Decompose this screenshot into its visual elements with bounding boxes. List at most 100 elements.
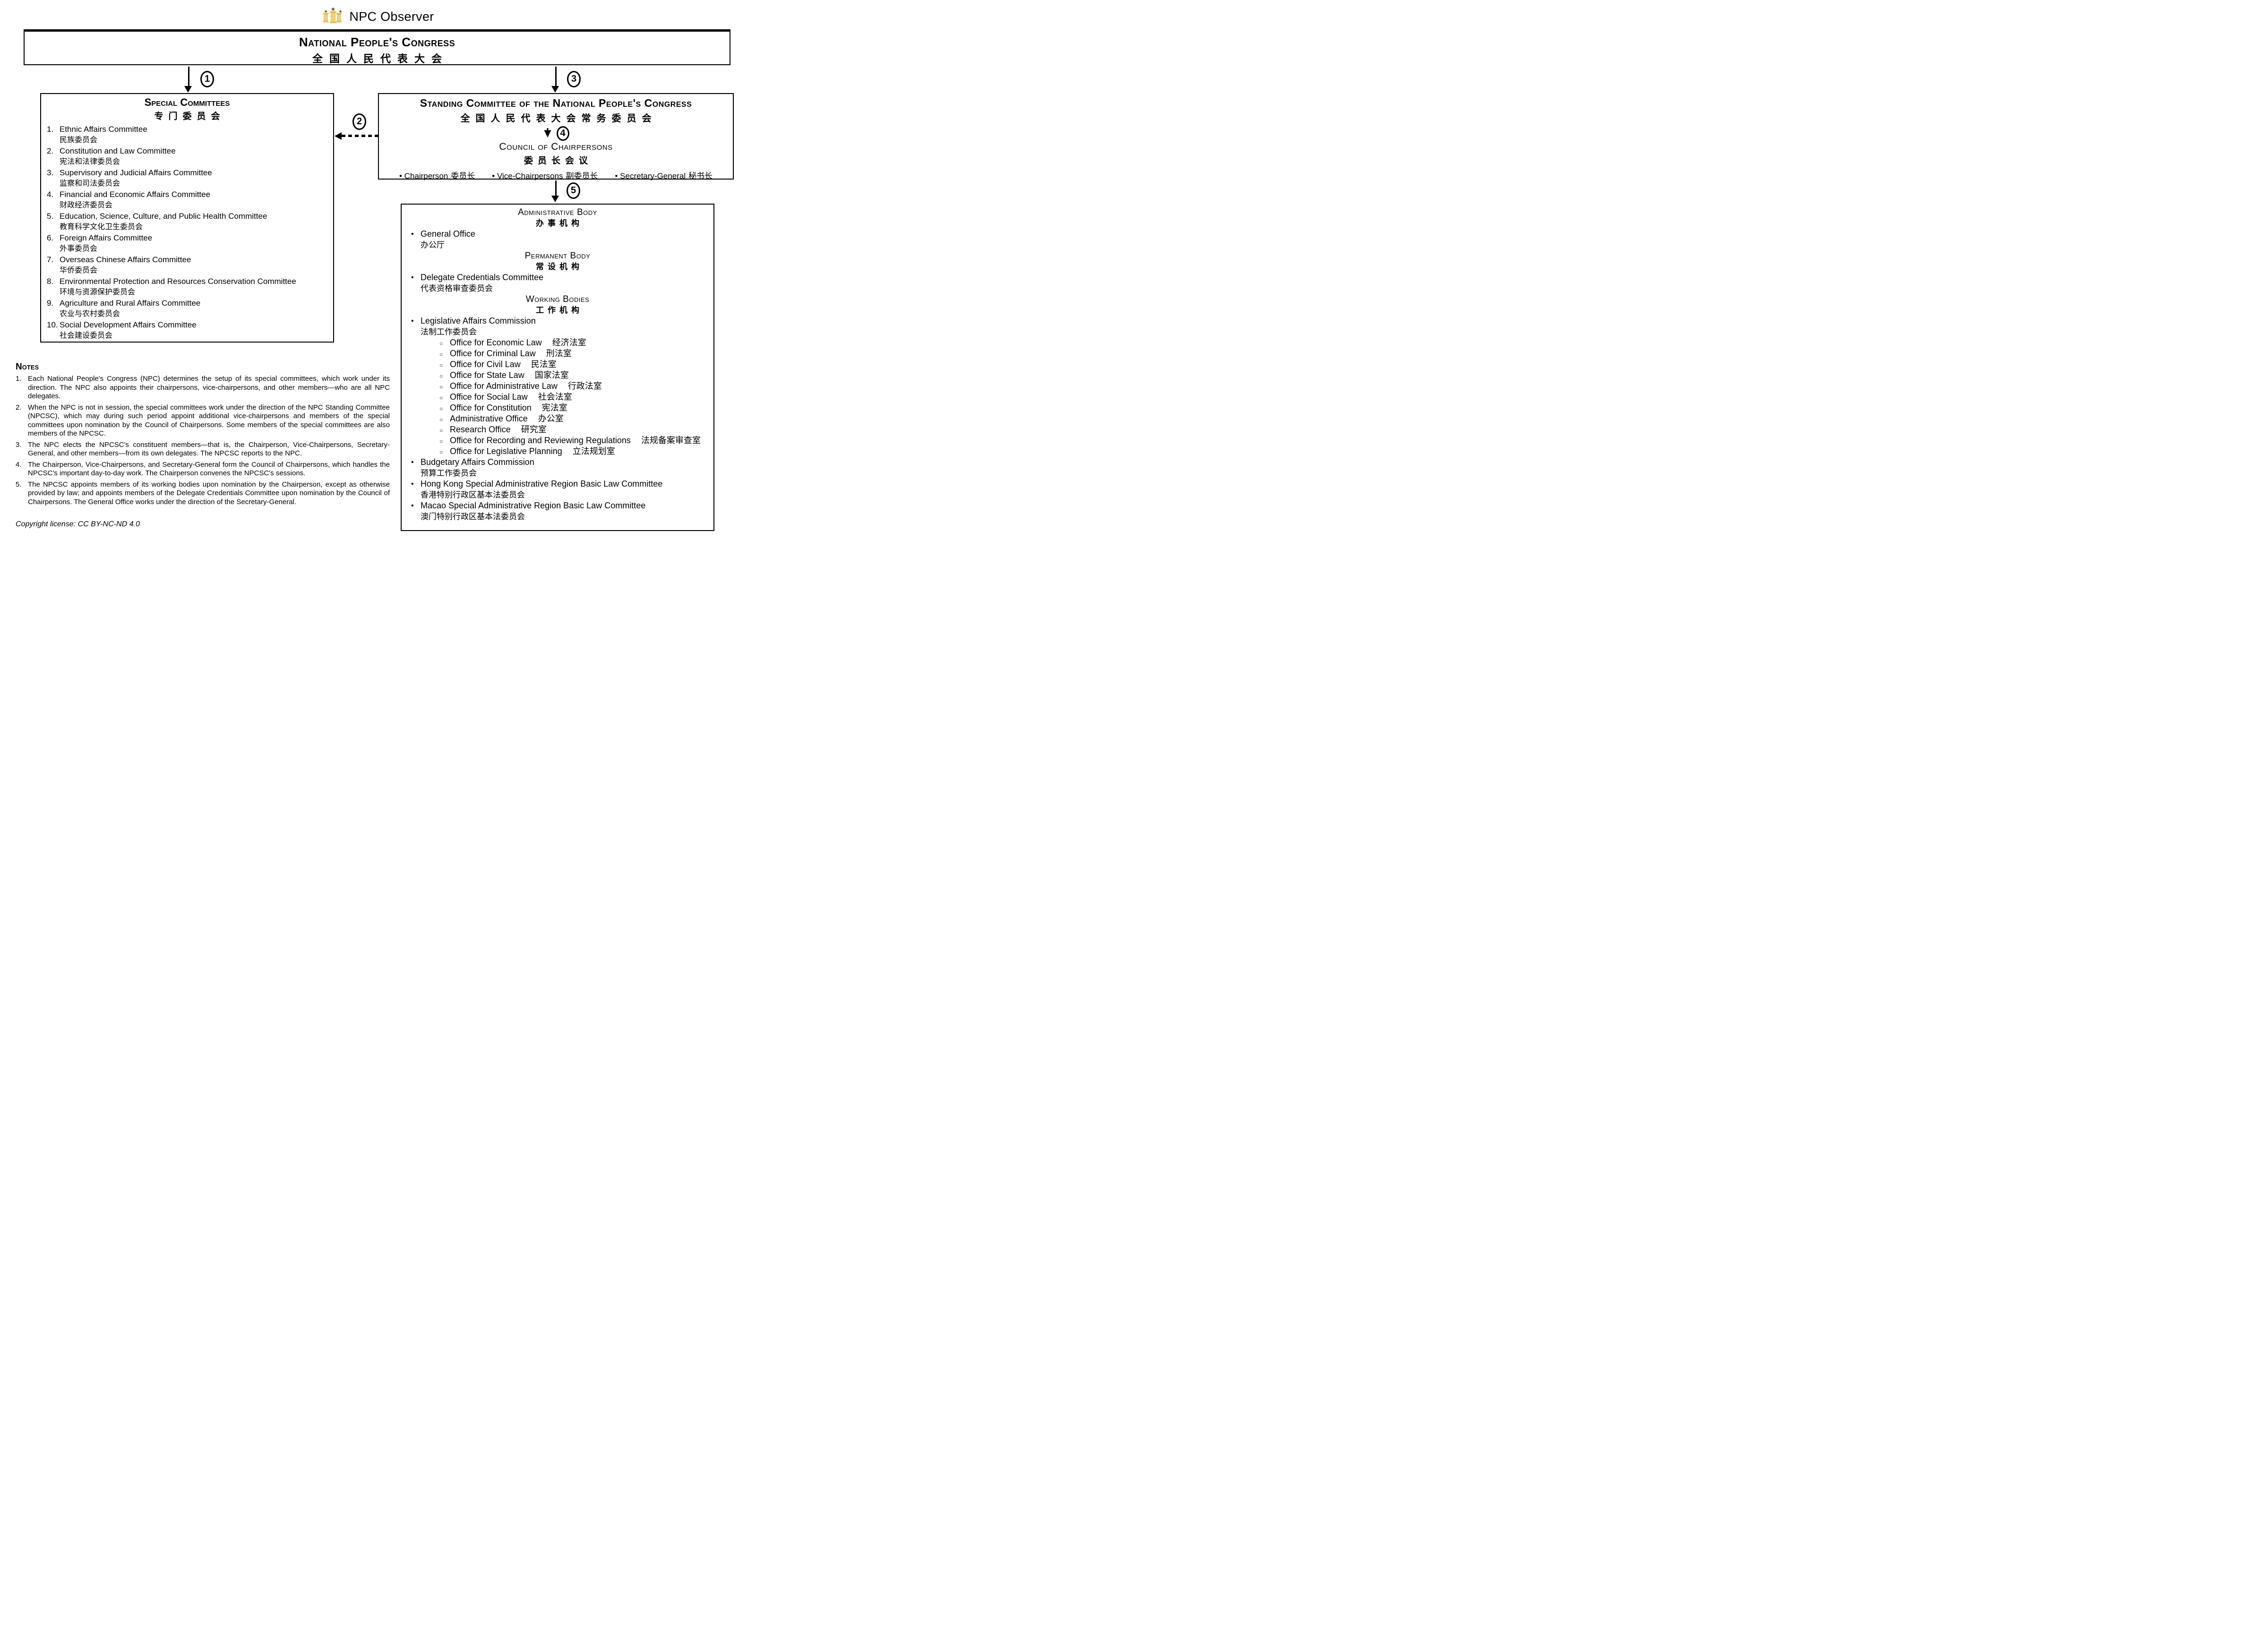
body-name-zh: 代表资格审查委员会 xyxy=(421,284,493,293)
npcsc-bodies-box: Administrative Body 办事机构 •General Office… xyxy=(401,204,714,531)
special-committees-title-zh: 专门委员会 xyxy=(154,112,225,121)
circle-bullet-icon: ○ xyxy=(439,384,443,390)
body-name-en: Budgetary Affairs Commission xyxy=(421,457,534,467)
special-committee-item: 7.Overseas Chinese Affairs Committee 华侨委… xyxy=(47,254,328,276)
connector-4-number: 4 xyxy=(560,128,566,138)
circle-bullet-icon: ○ xyxy=(439,438,443,445)
circle-bullet-icon: ○ xyxy=(439,405,443,412)
administrative-body-heading-en: Administrative Body xyxy=(518,207,597,217)
item-number: 1. xyxy=(47,125,54,134)
note-number: 5. xyxy=(16,480,22,489)
connector-3-arrowhead-icon xyxy=(551,86,559,93)
connector-2-dashed-line xyxy=(342,135,378,137)
special-committee-item: 10.Social Development Affairs Committee … xyxy=(47,319,328,341)
committee-name-en: Financial and Economic Affairs Committee xyxy=(60,190,211,199)
item-number: 10. xyxy=(47,320,58,329)
body-item: •Legislative Affairs Commission xyxy=(408,316,707,326)
circle-bullet-icon: ○ xyxy=(439,362,443,369)
committee-name-zh: 宪法和法律委员会 xyxy=(60,158,120,166)
note-number: 3. xyxy=(16,440,22,449)
note-number: 1. xyxy=(16,375,22,383)
office-name-zh: 刑法室 xyxy=(546,349,572,358)
special-committee-item: 3.Supervisory and Judicial Affairs Commi… xyxy=(47,167,328,189)
special-committee-item: 4.Financial and Economic Affairs Committ… xyxy=(47,189,328,211)
committee-name-en: Foreign Affairs Committee xyxy=(60,233,153,242)
item-number: 6. xyxy=(47,233,54,242)
body-item: •General Office xyxy=(408,229,707,240)
body-item: •Macao Special Administrative Region Bas… xyxy=(408,500,707,511)
bullet-icon: • xyxy=(411,317,414,325)
note-text: Each National People's Congress (NPC) de… xyxy=(28,375,390,400)
connector-5-arrowhead-icon xyxy=(551,196,559,202)
office-name-en: Office for State Law xyxy=(450,370,524,380)
committee-name-zh: 社会建设委员会 xyxy=(60,332,113,340)
connector-3-number: 3 xyxy=(571,74,577,84)
circle-bullet-icon: ○ xyxy=(439,449,443,455)
committee-name-zh: 监察和司法委员会 xyxy=(60,180,120,188)
body-item: •Budgetary Affairs Commission xyxy=(408,457,707,468)
bullet-icon: • xyxy=(411,274,414,282)
office-name-en: Office for Economic Law xyxy=(450,338,542,347)
site-logo: NPC Observer xyxy=(0,7,756,26)
brand-name: NPC Observer xyxy=(349,9,434,24)
office-name-zh: 国家法室 xyxy=(534,370,569,380)
office-name-zh: 法规备案审查室 xyxy=(641,436,701,445)
officer-en: Vice-Chairpersons xyxy=(497,172,563,180)
officer-zh: 秘书长 xyxy=(688,172,713,180)
office-name-zh: 行政法室 xyxy=(567,381,602,391)
note-item: 2. When the NPC is not in session, the s… xyxy=(16,403,390,438)
committee-name-zh: 华侨委员会 xyxy=(60,266,98,275)
special-committee-item: 9. Agriculture and Rural Affairs Committe… xyxy=(47,298,328,319)
committee-name-en: Agriculture and Rural Affairs Committee xyxy=(60,299,201,308)
special-committees-box: Special Committees 专门委员会 1.Ethnic Affair… xyxy=(40,93,334,343)
committee-name-zh: 教育科学文化卫生委员会 xyxy=(60,223,143,231)
office-name-zh: 研究室 xyxy=(521,425,547,434)
connector-1-line xyxy=(188,67,189,86)
connector-3-badge: 3 xyxy=(567,71,581,87)
body-item: •Delegate Credentials Committee xyxy=(408,272,707,283)
office-name-en: Office for Social Law xyxy=(450,392,528,402)
law-office-item: ○Office for Recording and Reviewing Regu… xyxy=(408,435,707,446)
special-committee-item: 8.Environmental Protection and Resources… xyxy=(47,276,328,298)
note-text: The Chairperson, Vice-Chairpersons, and … xyxy=(28,460,390,478)
connector-1-badge: 1 xyxy=(200,71,214,87)
office-name-en: Office for Criminal Law xyxy=(450,349,536,358)
office-name-zh: 社会法室 xyxy=(538,392,572,402)
item-number: 9. xyxy=(47,299,54,308)
connector-5-number: 5 xyxy=(570,185,576,196)
committee-name-zh: 民族委员会 xyxy=(60,136,98,144)
note-item: 3. The NPC elects the NPCSC's constituen… xyxy=(16,441,390,458)
council-of-chairpersons-title-zh: 委员长会议 xyxy=(524,156,593,166)
connector-2-number: 2 xyxy=(356,116,362,127)
connector-5-line xyxy=(555,180,557,196)
committee-name-en: Social Development Affairs Committee xyxy=(60,320,197,329)
bullet-icon: • xyxy=(411,502,414,510)
note-item: 1. Each National People's Congress (NPC)… xyxy=(16,375,390,401)
circle-bullet-icon: ○ xyxy=(439,416,443,423)
committee-name-en: Overseas Chinese Affairs Committee xyxy=(60,255,191,264)
office-name-zh: 民法室 xyxy=(531,360,557,369)
connector-5-badge: 5 xyxy=(567,182,580,199)
officer-en: Secretary-General xyxy=(620,172,686,180)
committee-name-zh: 农业与农村委员会 xyxy=(60,310,120,318)
circle-bullet-icon: ○ xyxy=(439,351,443,358)
item-number: 8. xyxy=(47,277,54,286)
connector-2-arrowhead-icon xyxy=(335,132,342,140)
special-committee-item: 2.Constitution and Law Committee 宪法和法律委员… xyxy=(47,146,328,167)
note-item: 5. The NPCSC appoints members of its wor… xyxy=(16,480,390,507)
connector-4-badge: 4 xyxy=(556,126,569,141)
item-number: 3. xyxy=(47,168,54,177)
note-item: 4. The Chairperson, Vice-Chairpersons, a… xyxy=(16,461,390,478)
law-office-item: ○ Office for Criminal Law 刑法室 xyxy=(408,348,707,359)
item-number: 5. xyxy=(47,212,54,221)
bullet-icon: • xyxy=(399,172,402,180)
administrative-body-heading-zh: 办事机构 xyxy=(536,219,583,228)
working-bodies-heading-en: Working Bodies xyxy=(525,294,590,304)
connector-2-badge: 2 xyxy=(352,113,366,130)
